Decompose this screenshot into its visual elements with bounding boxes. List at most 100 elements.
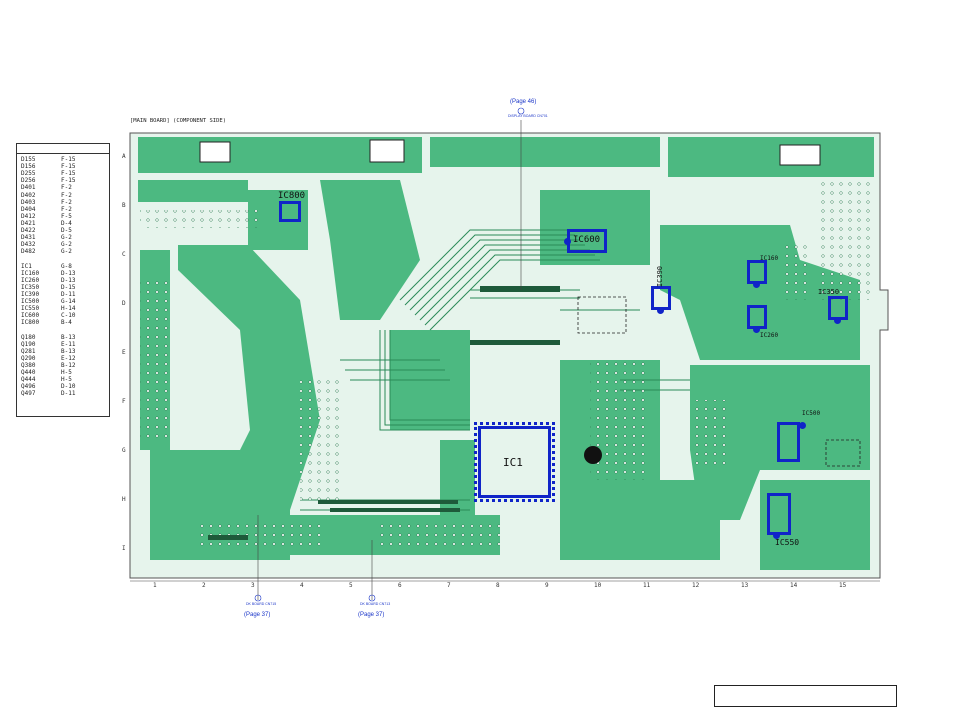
component-location: H-5 [61, 369, 72, 376]
component-ref: D156 [21, 163, 36, 171]
ic600-label: IC600 [573, 235, 601, 245]
component-ref: IC1 [21, 262, 32, 270]
ic500-pin1-marker [799, 422, 806, 429]
component-ref: IC390 [21, 290, 40, 298]
ic1-label: IC1 [503, 456, 523, 469]
ic500-label: IC500 [802, 410, 821, 417]
row-letter: G [122, 447, 126, 454]
component-ref: D432 [21, 241, 36, 249]
component-ref: D404 [21, 205, 36, 213]
component-index-row: Q380 B-12 [21, 362, 75, 369]
ic550-pin1-marker [773, 532, 780, 539]
component-location: F-2 [61, 184, 72, 192]
component-ref: IC260 [21, 276, 40, 284]
ic350-label: IC350 [818, 288, 840, 296]
column-number: 14 [790, 582, 798, 589]
component-location: D-13 [61, 276, 76, 284]
component-index-row: IC500 G-14 [21, 298, 75, 305]
ic260-pin1-marker [753, 326, 760, 333]
component-index-header [17, 144, 109, 154]
ic160-label: IC160 [760, 255, 779, 262]
bottom-connector-right: DK BOARD CN713 [360, 602, 391, 606]
bottom-connector-left: DK BOARD CN715 [246, 602, 277, 606]
component-ref: Q180 [21, 333, 36, 341]
ic260-label: IC260 [760, 332, 779, 339]
component-location: G-2 [61, 234, 72, 242]
column-number: 3 [251, 582, 255, 589]
row-letter: B [122, 202, 126, 209]
component-location: H-14 [61, 305, 76, 313]
ic800-highlight[interactable] [279, 201, 301, 222]
ic1-highlight[interactable] [474, 422, 555, 502]
component-ref: Q380 [21, 361, 36, 369]
component-location: E-12 [61, 354, 76, 362]
component-location: D-5 [61, 227, 72, 234]
ic390-pin1-marker [657, 307, 664, 314]
component-index-row: Q440 H-5 [21, 369, 72, 376]
top-page-reference[interactable]: (Page 46) [510, 99, 537, 105]
component-location: G-14 [61, 298, 76, 305]
component-ref: D256 [21, 177, 36, 185]
component-ref: IC500 [21, 298, 40, 305]
component-location: D-15 [61, 283, 76, 291]
ic500-highlight[interactable] [777, 422, 800, 462]
column-number: 5 [349, 582, 353, 589]
component-ref: D403 [21, 198, 36, 206]
component-index-row: D402 F-2 [21, 192, 72, 199]
bottom-page-reference-left[interactable]: (Page 37) [244, 612, 271, 618]
column-number: 15 [839, 582, 847, 589]
row-letter: I [122, 545, 126, 552]
component-location: G-2 [61, 241, 72, 249]
component-ref: D422 [21, 227, 36, 234]
component-ref: Q440 [21, 369, 36, 376]
component-index-row: Q281 B-13 [21, 348, 75, 355]
ic1-highlight-inner [478, 426, 551, 498]
ic160-pin1-marker [753, 281, 760, 288]
bottom-page-reference-right[interactable]: (Page 37) [358, 612, 385, 618]
component-location: G-2 [61, 248, 72, 256]
component-location: B-13 [61, 347, 76, 355]
component-location: G-8 [61, 262, 72, 270]
component-ref: Q281 [21, 347, 36, 355]
row-letter: H [122, 496, 126, 503]
row-letter: A [122, 153, 126, 160]
component-location: F-5 [61, 212, 72, 220]
column-number: 8 [496, 582, 500, 589]
component-index-row: IC390 D-11 [21, 291, 75, 298]
row-letter: C [122, 251, 126, 258]
ic550-highlight[interactable] [767, 493, 791, 535]
column-number: 10 [594, 582, 602, 589]
ic390-label: IC390 [656, 266, 664, 288]
component-index-row: Q180 B-13 [21, 334, 75, 341]
component-location: B-13 [61, 333, 76, 341]
component-ref: D155 [21, 156, 36, 163]
component-location: B-12 [61, 361, 76, 369]
component-ref: IC550 [21, 305, 40, 313]
row-letter: F [122, 398, 126, 405]
component-ref: IC160 [21, 269, 40, 277]
component-location: F-2 [61, 191, 72, 199]
component-ref: D412 [21, 212, 36, 220]
ic350-pin1-marker [834, 317, 841, 324]
component-location: F-2 [61, 205, 72, 213]
component-location: F-15 [61, 170, 76, 178]
component-ref: D421 [21, 219, 36, 227]
column-number: 13 [741, 582, 749, 589]
component-location: E-11 [61, 340, 76, 348]
component-ref: D402 [21, 191, 36, 199]
component-index-row: D412 F-5 [21, 213, 72, 220]
column-number: 2 [202, 582, 206, 589]
component-location: D-11 [61, 290, 76, 298]
column-number: 9 [545, 582, 549, 589]
